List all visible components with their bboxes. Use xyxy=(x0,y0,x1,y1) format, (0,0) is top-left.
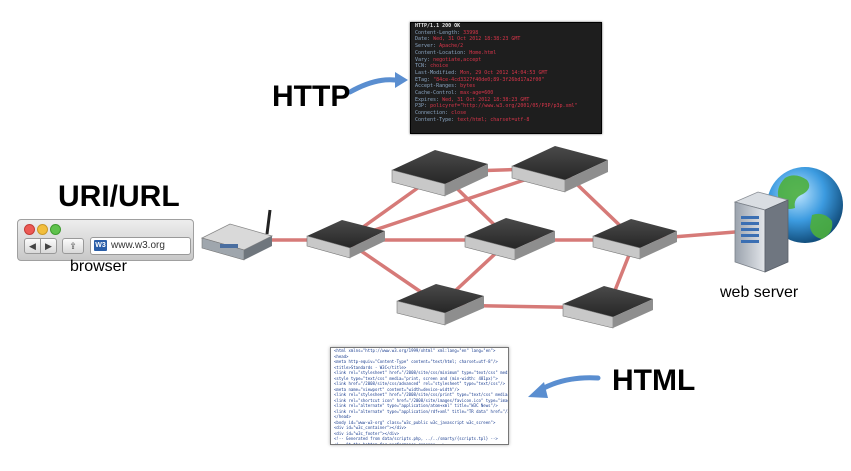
browser-label: browser xyxy=(70,258,127,275)
network-switch-1 xyxy=(391,150,488,197)
html-source-line: <link href="/2008/site/css/advanced" rel… xyxy=(334,381,505,386)
http-header-line: TCN: choice xyxy=(411,63,601,70)
window-close-icon[interactable] xyxy=(24,224,35,235)
address-bar[interactable]: W3 www.w3.org xyxy=(90,237,191,255)
window-minimize-icon[interactable] xyxy=(37,224,48,235)
arrow-head-http xyxy=(395,72,408,88)
http-header-value: Home.html xyxy=(469,49,497,56)
address-bar-url: www.w3.org xyxy=(111,240,165,251)
html-source-line: <link rel="stylesheet" href="/2008/site/… xyxy=(334,370,508,375)
html-source-line: <div id="w3c_container"></div> xyxy=(334,425,407,430)
network-switch-5 xyxy=(592,219,677,260)
http-header-line: Cache-Control: max-age=600 xyxy=(411,90,601,97)
html-source-line: <!-- Generated from data/scripts.php, ..… xyxy=(334,436,498,441)
http-header-line: Date: Wed, 31 Oct 2012 18:38:23 GMT xyxy=(411,36,601,43)
http-header-line: Server: Apache/2 xyxy=(411,43,601,50)
http-header-value: choice xyxy=(430,63,449,70)
network-switch-7 xyxy=(562,286,653,329)
http-header-key: Date: xyxy=(415,36,431,43)
http-header-value: Apache/2 xyxy=(439,43,464,50)
http-header-key: Last-Modified: xyxy=(415,69,458,76)
http-header-key: ETag: xyxy=(415,76,431,83)
http-header-line: Expires: Wed, 31 Oct 2012 18:38:23 GMT xyxy=(411,97,601,104)
html-source-line: <link rel="shortcut icon" href="/2008/si… xyxy=(334,397,509,403)
html-source-line: <style type="text/css" media="print, scr… xyxy=(334,375,498,381)
network-switch-3 xyxy=(306,220,385,259)
window-maximize-icon[interactable] xyxy=(50,224,61,235)
html-source-line: <!-- At the bottom for performance reaso… xyxy=(334,441,445,445)
html-label: HTML xyxy=(612,364,696,397)
http-header-key: Content-Type: xyxy=(415,116,455,123)
http-header-key: Expires: xyxy=(415,96,440,103)
http-header-value: Mon, 29 Oct 2012 14:04:53 GMT xyxy=(460,69,548,76)
http-header-line: Vary: negotiate,accept xyxy=(411,57,601,64)
html-source-line: <body id="www-w3-org" class="w3c_public … xyxy=(334,419,496,425)
uri-url-label: URI/URL xyxy=(58,180,180,213)
http-header-line: Accept-Ranges: bytes xyxy=(411,83,601,90)
router-icon xyxy=(200,209,274,261)
network-switch-4 xyxy=(464,218,555,261)
html-source-line: <head> xyxy=(334,353,349,359)
http-header-value: "84ce-4cd3327f40de0;89-3f26bd17a2f00" xyxy=(433,76,545,83)
http-header-line: Last-Modified: Mon, 29 Oct 2012 14:04:53… xyxy=(411,70,601,77)
html-source-line: <meta http-equiv="Content-Type" content=… xyxy=(334,359,498,364)
html-source-line: </head> xyxy=(334,414,351,419)
network-switch-2 xyxy=(511,146,608,193)
network-switch-6 xyxy=(396,284,484,326)
http-header-value: text/html; charset=utf-8 xyxy=(457,116,530,123)
http-header-value: policyref="http://www.w3.org/2001/05/P3P… xyxy=(430,103,578,110)
http-header-key: Vary: xyxy=(415,56,431,63)
http-header-value: 33998 xyxy=(463,29,479,36)
http-header-key: P3P: xyxy=(415,103,428,110)
http-header-value: Wed, 31 Oct 2012 18:38:23 GMT xyxy=(433,36,521,43)
http-header-value: max-age=600 xyxy=(460,90,494,97)
http-status-line: HTTP/1.1 200 OK xyxy=(415,23,461,29)
http-header-line: Content-Type: text/html; charset=utf-8 xyxy=(411,117,601,124)
w3c-favicon-icon: W3 xyxy=(94,240,107,251)
http-header-value: Wed, 31 Oct 2012 18:38:23 GMT xyxy=(442,96,530,103)
html-source-line: <link rel="alternate" type="application/… xyxy=(334,408,508,414)
http-header-line: Content-Length: 33998 xyxy=(411,30,601,37)
arrow-head-html xyxy=(528,382,548,398)
http-header-key: Content-Location: xyxy=(415,49,467,56)
http-header-key: Content-Length: xyxy=(415,29,461,36)
http-header-line: Content-Location: Home.html xyxy=(411,50,601,57)
web-server-label: web server xyxy=(720,284,799,301)
forward-button[interactable]: ▶ xyxy=(40,238,57,254)
html-source-line: <div id="w3c_footer"></div> xyxy=(334,430,400,436)
html-source-line: <title>Standards - W3C</title> xyxy=(334,364,407,370)
http-label: HTTP xyxy=(272,80,351,113)
html-source-line: <html xmlns="http://www.w3.org/1999/xhtm… xyxy=(334,348,496,353)
server-icon xyxy=(733,191,790,273)
http-header-value: bytes xyxy=(460,83,476,90)
http-header-value: close xyxy=(451,110,467,117)
http-header-key: Server: xyxy=(415,43,437,50)
html-source-line: <link rel="alternate" type="application/… xyxy=(334,403,498,408)
html-source-view: <html xmlns="http://www.w3.org/1999/xhtm… xyxy=(330,347,509,445)
html-source-line: <link rel="stylesheet" href="/2008/site/… xyxy=(334,392,508,397)
html-source-line: <meta name="viewport" content="width=dev… xyxy=(334,386,460,392)
back-button[interactable]: ◀ xyxy=(24,238,41,254)
http-header-line: Connection: close xyxy=(411,110,601,117)
share-button[interactable]: ⇪ xyxy=(62,238,84,254)
http-header-value: negotiate,accept xyxy=(433,56,482,63)
http-header-line: P3P: policyref="http://www.w3.org/2001/0… xyxy=(411,103,601,110)
browser-window: ◀ ▶ ⇪ W3 www.w3.org xyxy=(17,219,194,261)
arrow-to-html-source xyxy=(537,375,601,393)
http-header-key: TCN: xyxy=(415,63,428,70)
http-header-key: Accept-Ranges: xyxy=(415,83,458,90)
http-header-line: ETag: "84ce-4cd3327f40de0;89-3f26bd17a2f… xyxy=(411,77,601,84)
http-header-key: Connection: xyxy=(415,110,449,117)
http-header-key: Cache-Control: xyxy=(415,90,458,97)
arrow-to-http-response xyxy=(347,77,398,95)
